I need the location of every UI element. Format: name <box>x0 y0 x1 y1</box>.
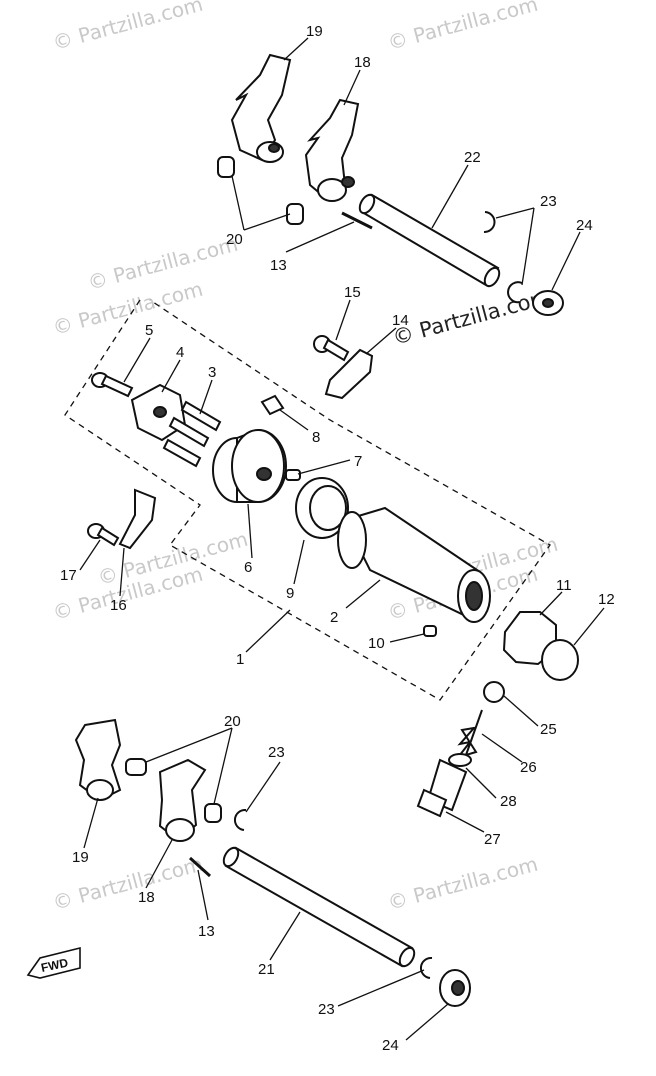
label-10: 10 <box>368 635 385 652</box>
watermark: © Partzilla.com <box>385 852 540 915</box>
spring-pin-13-lower <box>188 856 212 878</box>
shift-fork-19-upper <box>230 53 292 163</box>
label-23-bottom: 23 <box>318 1001 335 1018</box>
pin-8 <box>260 394 285 416</box>
label-19: 19 <box>306 23 323 40</box>
shift-fork-18-upper <box>304 98 360 202</box>
label-20-lower: 20 <box>224 713 241 730</box>
bolt-17 <box>87 523 120 547</box>
shift-fork-shaft-22 <box>358 193 501 288</box>
label-13-lower: 13 <box>198 923 215 940</box>
circlip-12 <box>541 639 579 681</box>
label-17: 17 <box>60 567 77 584</box>
shift-drum-segment-6 <box>212 428 287 503</box>
label-22: 22 <box>464 149 481 166</box>
washer-28 <box>448 753 472 767</box>
segment-plate-4 <box>130 383 187 442</box>
watermark: © Partzilla.com <box>50 0 205 55</box>
label-18: 18 <box>354 54 371 71</box>
pin-7 <box>285 469 301 481</box>
label-8: 8 <box>312 429 320 446</box>
label-23: 23 <box>540 193 557 210</box>
label-25: 25 <box>540 721 557 738</box>
label-19-lower: 19 <box>72 849 89 866</box>
shift-fork-19-lower <box>74 718 122 802</box>
label-24: 24 <box>576 217 593 234</box>
circlip-23-upper-b <box>507 281 523 304</box>
washer-24-upper <box>532 290 564 316</box>
label-28: 28 <box>500 793 517 810</box>
label-3: 3 <box>208 364 216 381</box>
label-12: 12 <box>598 591 615 608</box>
circlip-23-lower-a <box>234 808 247 831</box>
shift-fork-shaft-21 <box>222 846 416 968</box>
fwd-label: FWD <box>40 955 70 974</box>
bolt-15 <box>313 335 350 362</box>
circlip-23-upper-a <box>483 211 496 234</box>
label-21: 21 <box>258 961 275 978</box>
part-labels: 19 18 22 23 24 20 13 15 14 5 4 3 8 7 6 9… <box>60 23 615 1054</box>
pin-20-upper-a <box>217 156 235 178</box>
plug-27 <box>416 758 468 818</box>
label-26: 26 <box>520 759 537 776</box>
leader-lines <box>79 37 605 1041</box>
label-6: 6 <box>244 559 252 576</box>
label-18-lower: 18 <box>138 889 155 906</box>
watermark: © Partzilla.com <box>85 232 240 295</box>
label-2: 2 <box>330 609 338 626</box>
label-27: 27 <box>484 831 501 848</box>
label-14: 14 <box>392 312 409 329</box>
watermark: © Partzilla.com <box>385 0 540 55</box>
watermark-center: © Partzilla.com <box>390 285 553 350</box>
watermark-layer: © Partzilla.com © Partzilla.com © Partzi… <box>50 0 560 915</box>
bolt-5 <box>91 372 134 398</box>
ball-25 <box>483 681 505 703</box>
bearing-9 <box>295 477 349 539</box>
washer-24-lower <box>439 969 471 1007</box>
label-20: 20 <box>226 231 243 248</box>
watermark: © Partzilla.com <box>50 277 205 340</box>
label-1: 1 <box>236 651 244 668</box>
label-11: 11 <box>556 577 572 594</box>
label-15: 15 <box>344 284 361 301</box>
label-16: 16 <box>110 597 127 614</box>
spring-26 <box>455 709 483 761</box>
pin-10 <box>423 625 437 637</box>
spring-pin-13-upper <box>341 211 373 230</box>
bracket-16 <box>118 488 157 550</box>
label-5: 5 <box>145 322 153 339</box>
label-4: 4 <box>176 344 184 361</box>
plate-14 <box>324 348 374 400</box>
shift-fork-18-lower <box>158 758 207 842</box>
label-7: 7 <box>354 453 362 470</box>
pin-20-lower-a <box>125 758 147 776</box>
label-24-bottom: 24 <box>382 1037 399 1054</box>
pin-20-lower-b <box>204 803 222 823</box>
circlip-23-lower-b <box>420 956 433 979</box>
label-13: 13 <box>270 257 287 274</box>
forward-direction-arrow: FWD <box>26 946 81 979</box>
pin-20-upper-b <box>286 203 304 225</box>
shift-drum-2 <box>337 506 491 623</box>
label-23-lower: 23 <box>268 744 285 761</box>
pins-3 <box>162 400 222 468</box>
label-9: 9 <box>286 585 294 602</box>
assembly-outline <box>64 299 551 701</box>
